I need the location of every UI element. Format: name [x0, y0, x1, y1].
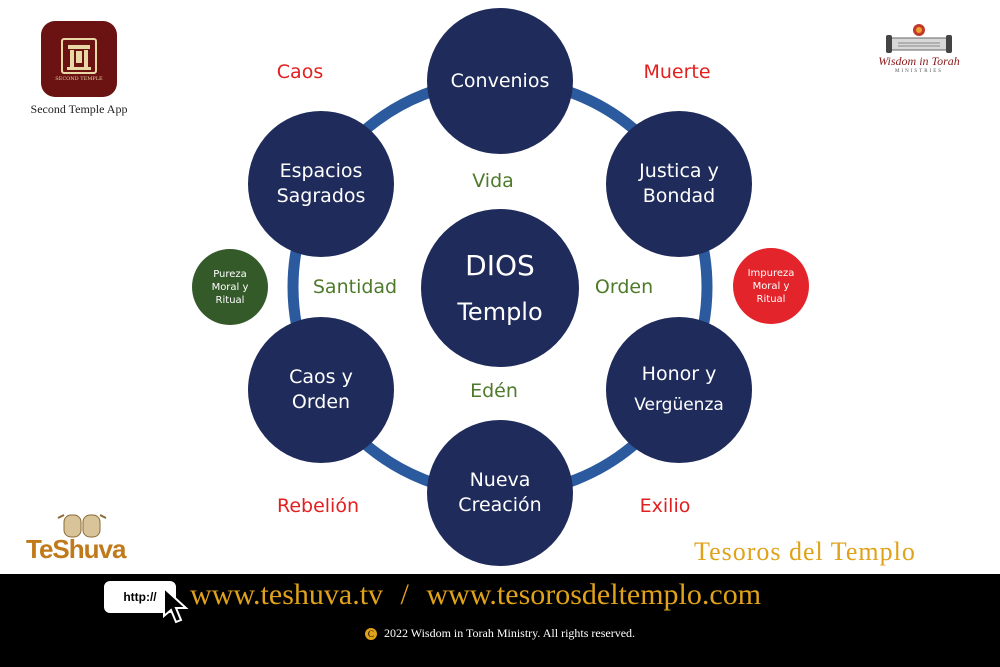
app-label: Second Temple App: [30, 102, 128, 116]
label-rebelion: Rebelión: [276, 495, 360, 517]
impureza-circle: Impureza Moral y Ritual: [733, 248, 809, 324]
node-caos-orden: Caos y Orden: [248, 317, 394, 463]
label-eden: Edén: [470, 380, 518, 402]
tesoros-title: Tesoros del Templo: [694, 537, 916, 566]
copyright-icon: C: [364, 628, 377, 641]
copyright-line: C 2022 Wisdom in Torah Ministry. All rig…: [0, 626, 1000, 641]
node-honor-line1: Honor y: [641, 363, 717, 385]
node-justica-line2: Bondad: [642, 185, 716, 207]
node-honor-line2: Vergüenza: [634, 395, 724, 415]
label-exilio: Exilio: [639, 495, 691, 517]
label-vida: Vida: [472, 170, 514, 192]
node-caos-orden-line1: Caos y: [289, 366, 353, 388]
wit-logo-sub: MINISTRIES: [894, 69, 944, 74]
tablets-icon: [57, 514, 107, 538]
node-espacios-line1: Espacios: [279, 160, 363, 182]
node-espacios-sagrados: Espacios Sagrados: [248, 111, 394, 257]
footer-bar: http:// www.teshuva.tv / www.tesorosdelt…: [0, 574, 1000, 667]
center-node-dios-templo: DIOS Templo: [421, 209, 579, 367]
scroll-icon: [886, 24, 952, 53]
node-nueva-line1: Nueva: [469, 469, 531, 491]
label-muerte: Muerte: [643, 61, 711, 83]
label-caos: Caos: [276, 61, 324, 83]
app-icon-text: SECOND TEMPLE: [55, 75, 103, 82]
cursor-arrow-icon: [163, 586, 189, 624]
node-justica-line1: Justica y: [639, 160, 719, 182]
node-convenios-line1: Convenios: [450, 69, 550, 92]
second-temple-app-icon: SECOND TEMPLE: [41, 21, 117, 97]
pureza-line2: Moral y: [211, 281, 249, 293]
footer-url-line: www.teshuva.tv / www.tesorosdeltemplo.co…: [190, 578, 761, 612]
copyright-text: 2022 Wisdom in Torah Ministry. All right…: [383, 626, 636, 640]
http-label: http://: [123, 590, 157, 604]
teshuva-logo: TeShuva: [26, 512, 156, 568]
label-santidad: Santidad: [312, 276, 398, 298]
wit-logo-text: Wisdom in Torah: [878, 54, 960, 68]
url-separator: /: [400, 578, 409, 611]
pureza-line3: Ritual: [215, 294, 245, 306]
pureza-line1: Pureza: [213, 268, 247, 280]
center-line-templo: Templo: [457, 298, 543, 326]
impureza-line1: Impureza: [747, 267, 795, 279]
wisdom-in-torah-logo: Wisdom in Torah MINISTRIES: [860, 20, 978, 80]
node-nueva-line2: Creación: [458, 494, 542, 516]
pureza-circle: Pureza Moral y Ritual: [192, 249, 268, 325]
url-teshuva[interactable]: www.teshuva.tv: [190, 578, 384, 611]
node-convenios: Convenios: [427, 8, 573, 154]
node-espacios-line2: Sagrados: [276, 185, 366, 207]
teshuva-text: TeShuva: [26, 534, 126, 564]
center-line-dios: DIOS: [465, 249, 535, 282]
node-caos-orden-line2: Orden: [291, 391, 351, 413]
node-honor-verguenza: Honor y Vergüenza: [606, 317, 752, 463]
impureza-line2: Moral y: [752, 280, 790, 292]
node-nueva-creacion: Nueva Creación: [427, 420, 573, 566]
node-justica-bondad: Justica y Bondad: [606, 111, 752, 257]
impureza-line3: Ritual: [756, 293, 786, 305]
url-tesoros[interactable]: www.tesorosdeltemplo.com: [426, 578, 762, 611]
temple-icon: [61, 37, 97, 74]
label-orden: Orden: [594, 276, 654, 298]
